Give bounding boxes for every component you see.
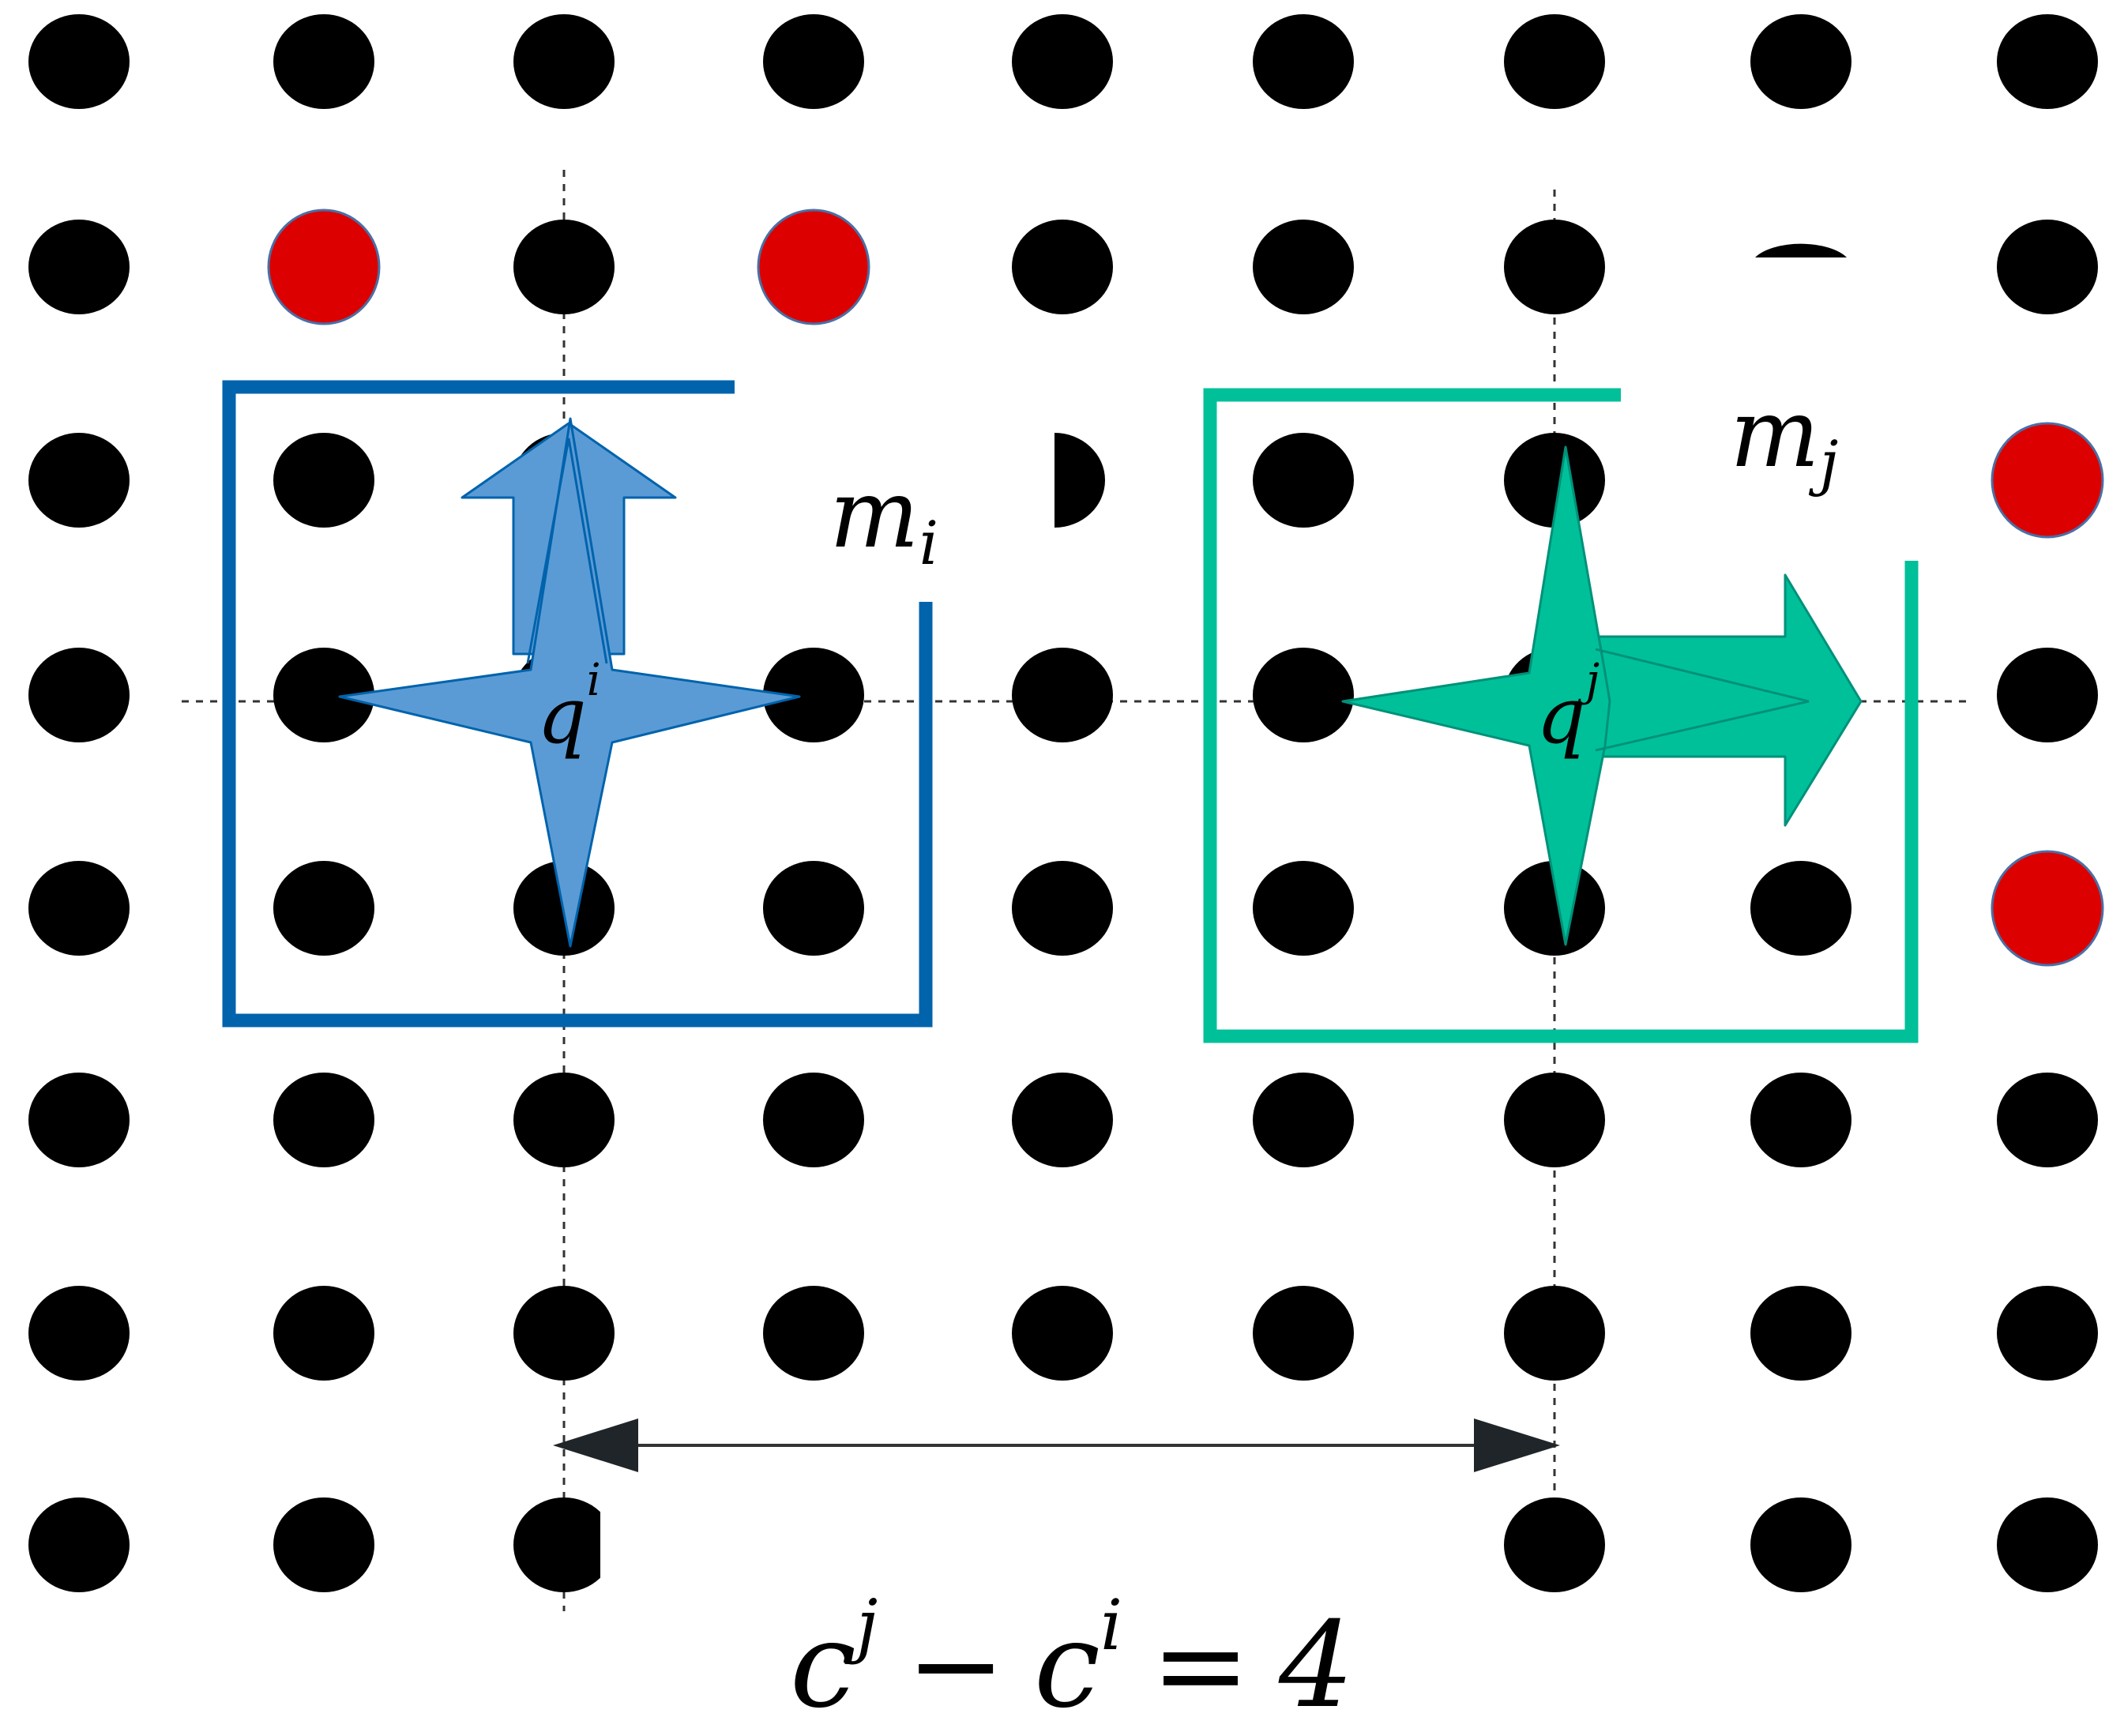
lattice-dot — [1504, 220, 1605, 314]
star-q-j — [1341, 445, 1611, 946]
lattice-dot — [28, 1073, 130, 1167]
math-labels: mi mj qi qj — [537, 379, 1838, 761]
lattice-dot — [1504, 1286, 1605, 1381]
lattice-dot — [1253, 1286, 1354, 1381]
lattice-dot — [513, 1497, 615, 1592]
lattice-dot — [28, 1286, 130, 1381]
lattice-dot — [28, 14, 130, 109]
lattice-dot — [1750, 1497, 1851, 1592]
label-masks — [600, 257, 1880, 1591]
lattice-dot — [1504, 1073, 1605, 1167]
lattice-dot — [1504, 14, 1605, 109]
lattice-dot — [1253, 861, 1354, 956]
lattice-dot — [1012, 648, 1113, 742]
lattice-dot — [273, 1497, 374, 1592]
lattice-dot — [273, 14, 374, 109]
distance-arrow-head-left — [553, 1418, 638, 1472]
lattice-dot — [1504, 861, 1605, 956]
lattice-dot — [273, 648, 374, 742]
lattice-dot — [763, 1073, 864, 1167]
equation-minus: − — [906, 1597, 1006, 1734]
module-i — [222, 380, 933, 1028]
lattice-dot — [1997, 1286, 2098, 1381]
lattice-dot — [1750, 1073, 1851, 1167]
lattice-dot — [1750, 1286, 1851, 1381]
distance-arrow-head-right — [1474, 1418, 1560, 1472]
equation-sup2: i — [1100, 1584, 1122, 1666]
lattice-dot — [1253, 648, 1354, 742]
lattice-dot — [1012, 1286, 1113, 1381]
lattice-dot — [28, 433, 130, 528]
lattice-dot — [273, 433, 374, 528]
lattice-dot — [1997, 220, 2098, 314]
lattice-dot — [273, 1286, 374, 1381]
lattice-dot — [1012, 14, 1113, 109]
lattice-dot — [28, 861, 130, 956]
equation-c1: c — [790, 1597, 856, 1734]
module-j — [1203, 388, 1919, 1043]
equation-c2: c — [1034, 1597, 1100, 1734]
lattice-dot — [1253, 220, 1354, 314]
red-dot — [1991, 850, 2104, 967]
red-dot — [757, 209, 870, 325]
lattice-dot — [1504, 1497, 1605, 1592]
lattice-dot — [1750, 861, 1851, 956]
lattice-dot — [28, 648, 130, 742]
lattice-dot — [1997, 648, 2098, 742]
lattice-dot — [513, 1286, 615, 1381]
lattice-dot — [1997, 1073, 2098, 1167]
equation: cj−ci=4 — [790, 1584, 1354, 1734]
red-dot — [267, 209, 381, 325]
mask-m-j-gap — [1627, 257, 1880, 550]
lattice-dot — [28, 1497, 130, 1592]
label-q-j: qj — [1536, 655, 1600, 761]
lattice-dot — [1012, 1073, 1113, 1167]
right-arrow-j-inner — [1595, 648, 1810, 752]
lattice-dot — [513, 1073, 615, 1167]
lattice-dot — [1253, 1073, 1354, 1167]
module-i-frame — [222, 380, 933, 1028]
star-q-i — [338, 417, 801, 948]
module-j-frame — [1203, 388, 1919, 1043]
partial-dot — [1755, 243, 1847, 257]
lattice-dot — [1012, 861, 1113, 956]
right-arrow-j — [1578, 573, 1863, 827]
lattice-dot — [1997, 1497, 2098, 1592]
lattice-dot — [513, 220, 615, 314]
label-q-i: qi — [537, 655, 601, 761]
lattice-dot — [763, 861, 864, 956]
partial-dot — [1054, 433, 1105, 528]
lattice-dot — [1750, 14, 1851, 109]
mask-arrow-gap — [600, 1465, 1501, 1591]
equation-value: 4 — [1278, 1597, 1354, 1734]
distance-arrow — [553, 1418, 1560, 1472]
lattice-dot — [763, 1286, 864, 1381]
red-dot — [1991, 422, 2104, 539]
up-arrow-i-inner — [526, 438, 608, 664]
lattice-dots — [28, 14, 2104, 1592]
lattice-dot — [1253, 14, 1354, 109]
mask-m-i — [701, 419, 1049, 600]
lattice-dot — [1012, 220, 1113, 314]
lattice-dot — [1504, 433, 1605, 528]
label-m-i: mi — [829, 460, 938, 578]
equation-equals: = — [1151, 1597, 1250, 1734]
lattice-dot — [1253, 433, 1354, 528]
lattice-dot — [513, 14, 615, 109]
lattice-dot — [763, 14, 864, 109]
lattice-dot — [273, 861, 374, 956]
label-m-j: mj — [1730, 379, 1838, 498]
lattice-dot — [763, 648, 864, 742]
lattice-dot — [28, 220, 130, 314]
lattice-dot — [1997, 14, 2098, 109]
lattice-dot — [273, 1073, 374, 1167]
